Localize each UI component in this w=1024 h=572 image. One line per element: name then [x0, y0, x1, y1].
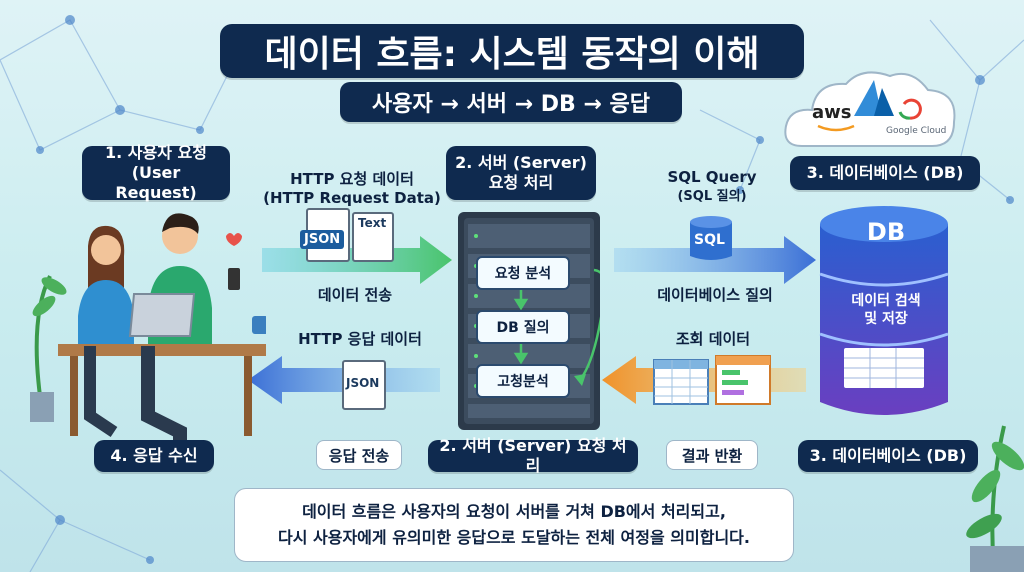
step-server-top-line2: 요청 처리: [488, 173, 554, 192]
step-db-bottom: 3. 데이터베이스 (DB): [798, 440, 978, 472]
data-send-label: 데이터 전송: [317, 286, 393, 304]
server-step-analyze: 요청 분석: [476, 256, 570, 290]
db-query-label: 데이터베이스 질의: [657, 286, 773, 304]
fetched-data-label: 조회 데이터: [675, 330, 751, 348]
database-action-line2: 및 저장: [864, 311, 908, 327]
sql-cylinder-icon: [690, 216, 732, 260]
result-table-icon: [653, 355, 771, 405]
google-cloud-logo: Google Cloud: [886, 126, 947, 136]
database-action-label: 데이터 검색 및 저장: [838, 292, 934, 328]
server-step-process: 고청분석: [476, 364, 570, 398]
sql-query-label: SQL Query (SQL 질의): [652, 168, 772, 206]
database-action-line1: 데이터 검색: [851, 293, 921, 309]
arrow-sql: [614, 236, 816, 284]
text-doc-icon: [352, 212, 394, 262]
step-user-request-line1: 1. 사용자 요청: [105, 143, 207, 162]
text-doc-label: Text: [358, 216, 387, 230]
plant-right-icon: [966, 425, 1024, 572]
database-label: DB: [866, 218, 906, 246]
page-subtitle: 사용자 → 서버 → DB → 응답: [340, 82, 682, 122]
page-title: 데이터 흐름: 시스템 동작의 이해: [220, 24, 804, 78]
http-request-line2: (HTTP Request Data): [263, 189, 441, 207]
step-user-request: 1. 사용자 요청 (User Request): [82, 143, 230, 202]
step-server-top-line1: 2. 서버 (Server): [455, 153, 587, 172]
json-tag-request: JSON: [300, 230, 345, 249]
step-response-receive: 4. 응답 수신: [94, 440, 214, 472]
user-illustration: [30, 213, 266, 440]
database-cylinder-icon: [819, 206, 949, 415]
http-request-label: HTTP 요청 데이터 (HTTP Request Data): [262, 170, 442, 208]
sql-query-line2: (SQL 질의): [677, 189, 747, 204]
http-request-line1: HTTP 요청 데이터: [290, 170, 414, 188]
result-return-label: 결과 반환: [666, 440, 758, 470]
summary-note: 데이터 흐름은 사용자의 요청이 서버를 거쳐 DB에서 처리되고, 다시 사용…: [234, 488, 794, 562]
response-send-label: 응답 전송: [316, 440, 402, 470]
step-user-request-line2: (User Request): [115, 163, 197, 202]
step-server-top: 2. 서버 (Server) 요청 처리: [446, 146, 596, 200]
json-response-label: JSON: [346, 376, 380, 390]
sql-icon-label: SQL: [694, 232, 725, 248]
server-step-db-query: DB 질의: [476, 310, 570, 344]
http-response-label: HTTP 응답 데이터: [298, 330, 422, 348]
cloud-icon: [784, 71, 956, 147]
aws-logo: aws: [812, 102, 852, 123]
sql-query-line1: SQL Query: [667, 168, 757, 186]
step-db-top: 3. 데이터베이스 (DB): [790, 156, 980, 190]
plant-left-icon: [30, 275, 67, 422]
summary-note-line1: 데이터 흐름은 사용자의 요청이 서버를 거쳐 DB에서 처리되고,: [302, 502, 726, 521]
json-response-doc-icon: [342, 360, 386, 410]
aws-smile-icon: [817, 124, 855, 132]
step-server-bottom: 2. 서버 (Server) 요청 처리: [428, 436, 638, 475]
summary-note-line2: 다시 사용자에게 유의미한 응답으로 도달하는 전체 여정을 의미합니다.: [278, 528, 750, 547]
